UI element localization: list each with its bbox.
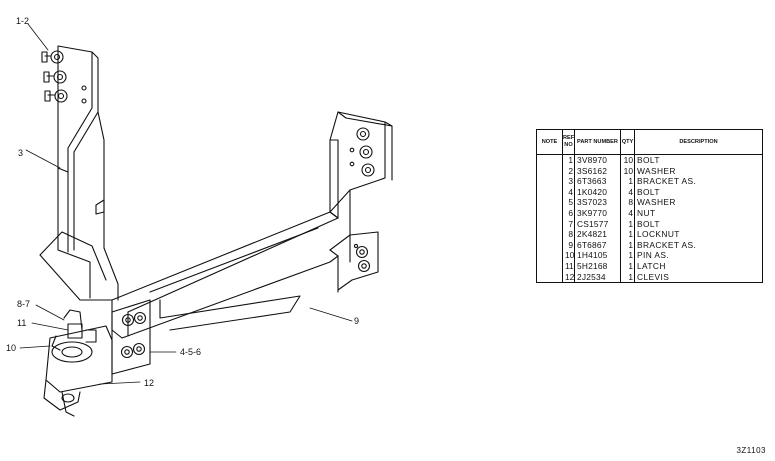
row-ref-no: 5 — [562, 197, 575, 208]
row-note — [536, 186, 563, 198]
row-qty: 4 — [620, 207, 635, 219]
row-note — [536, 260, 563, 272]
upper-left-bolts — [41, 50, 68, 103]
row-qty: 1 — [620, 176, 635, 187]
row-qty: 1 — [620, 239, 635, 251]
row-description: BRACKET AS. — [634, 176, 763, 187]
row-part-number: 1H4105 — [574, 250, 621, 261]
callout-10: 10 — [6, 343, 16, 353]
right-lower-bracket — [329, 231, 379, 293]
row-qty: 4 — [620, 186, 635, 198]
right-upper-bracket — [329, 111, 393, 263]
row-part-number: 6T3663 — [574, 176, 621, 187]
callout-1-2: 1-2 — [16, 16, 29, 26]
row-ref-no: 1 — [562, 154, 575, 166]
row-note — [536, 218, 563, 230]
row-part-number: 3K9770 — [574, 207, 621, 219]
parts-list-table: NOTE REF NO PART NUMBER QTY DESCRIPTION … — [536, 129, 763, 284]
row-qty: 1 — [620, 260, 635, 272]
row-description: BOLT — [634, 218, 763, 230]
row-description: NUT — [634, 207, 763, 219]
row-note — [536, 250, 563, 261]
callout-8-7: 8-7 — [17, 299, 30, 309]
row-description: WASHER — [634, 197, 763, 208]
row-note — [536, 165, 563, 177]
callout-9: 9 — [354, 316, 359, 326]
clevis-mount-plate — [111, 299, 151, 375]
row-description: BRACKET AS. — [634, 239, 763, 251]
row-part-number: CS1577 — [574, 218, 621, 230]
row-ref-no: 2 — [562, 165, 575, 177]
row-description: PIN AS. — [634, 250, 763, 261]
callout-3: 3 — [18, 148, 23, 158]
row-description: CLEVIS — [634, 271, 763, 284]
row-ref-no: 6 — [562, 207, 575, 219]
row-description: BOLT — [634, 154, 763, 166]
header-qty: QTY — [620, 129, 635, 155]
row-description: LOCKNUT — [634, 229, 763, 240]
row-ref-no: 12 — [562, 271, 575, 284]
row-part-number: 5H2168 — [574, 260, 621, 272]
row-part-number: 3S6162 — [574, 165, 621, 177]
row-ref-no: 3 — [562, 176, 575, 187]
row-ref-no: 9 — [562, 239, 575, 251]
row-part-number: 3S7023 — [574, 197, 621, 208]
header-ref-no: REF NO — [562, 129, 575, 155]
row-note — [536, 197, 563, 208]
row-part-number: 1K0420 — [574, 186, 621, 198]
row-part-number: 2J2534 — [574, 271, 621, 284]
row-qty: 1 — [620, 271, 635, 284]
callout-11: 11 — [17, 318, 26, 328]
callout-12: 12 — [144, 378, 154, 388]
leader-lines — [19, 23, 353, 385]
header-part-number: PART NUMBER — [574, 129, 621, 155]
row-description: LATCH — [634, 260, 763, 272]
row-qty: 1 — [620, 250, 635, 261]
callout-4-5-6: 4-5-6 — [180, 347, 201, 357]
row-note — [536, 239, 563, 251]
row-ref-no: 8 — [562, 229, 575, 240]
row-description: BOLT — [634, 186, 763, 198]
row-qty: 1 — [620, 229, 635, 240]
row-note — [536, 176, 563, 187]
table-header-row: NOTE REF NO PART NUMBER QTY DESCRIPTION — [536, 129, 763, 155]
row-qty: 1 — [620, 218, 635, 230]
row-part-number: 2K4821 — [574, 229, 621, 240]
header-note: NOTE — [536, 129, 563, 155]
clevis-assembly — [43, 309, 113, 417]
row-description: WASHER — [634, 165, 763, 177]
row-ref-no: 10 — [562, 250, 575, 261]
row-qty: 10 — [620, 154, 635, 166]
row-part-number: 3V8970 — [574, 154, 621, 166]
drawing-number: 3Z1103 — [736, 446, 766, 455]
row-ref-no: 7 — [562, 218, 575, 230]
row-note — [536, 271, 563, 284]
row-ref-no: 11 — [562, 260, 575, 272]
row-part-number: 6T6867 — [574, 239, 621, 251]
row-qty: 10 — [620, 165, 635, 177]
left-vertical-bracket — [39, 45, 119, 301]
row-ref-no: 4 — [562, 186, 575, 198]
row-note — [536, 154, 563, 166]
row-note — [536, 207, 563, 219]
header-description: DESCRIPTION — [634, 129, 763, 155]
row-note — [536, 229, 563, 240]
row-qty: 8 — [620, 197, 635, 208]
exploded-parts-drawing: 1-2 3 8-7 11 10 4-5-6 12 9 — [6, 16, 393, 417]
